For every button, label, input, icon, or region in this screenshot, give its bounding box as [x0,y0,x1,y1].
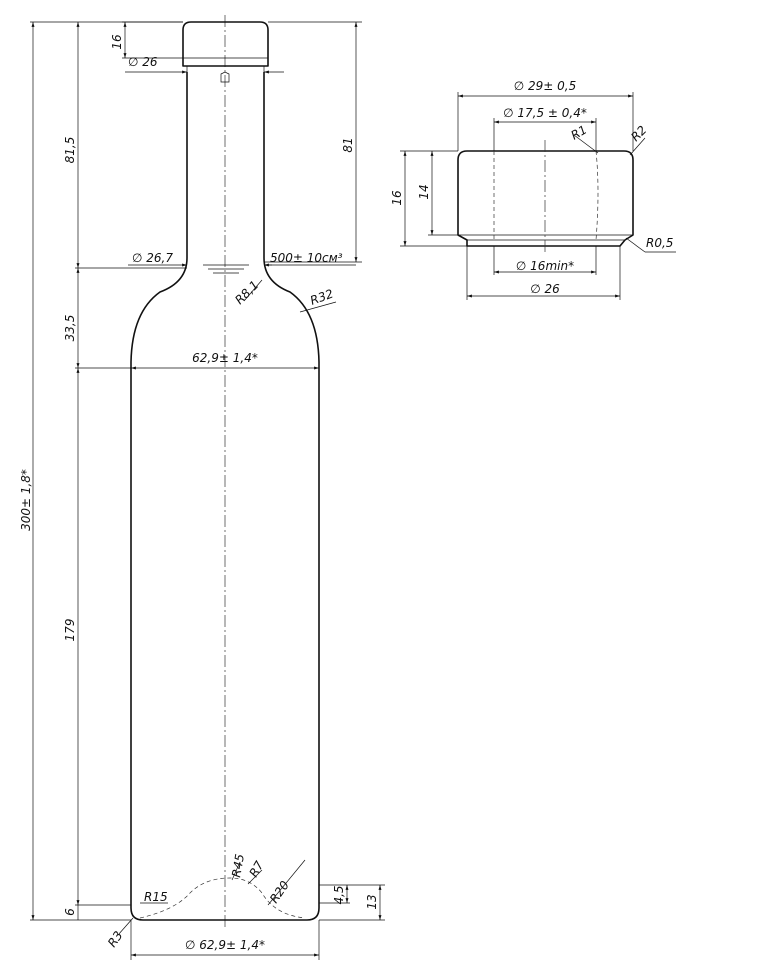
bottle-punt [139,877,306,919]
dim-punt-large: 13 [365,894,379,909]
dim-radius-r32: R32 [308,287,335,308]
detail-radius-r05: R0,5 [646,236,673,250]
detail-inner-diameter: ∅ 17,5 ± 0,4* [503,106,587,120]
dim-body-length: 179 [63,619,77,642]
bottle-body [130,72,320,921]
bottle-finish [182,21,269,67]
dim-body-diameter: 62,9± 1,4* [192,351,258,365]
dim-radius-r8: R8,1 [232,278,261,307]
dim-volume: 500± 10см³ [270,251,343,265]
dim-cap-diameter: ∅ 26 [128,55,158,69]
detail-radius-r1: R1 [569,122,590,142]
dim-neck-diameter: ∅ 26,7 [132,251,173,265]
dim-base-diameter: ∅ 62,9± 1,4* [185,938,265,952]
detail-radius-r2: R2 [628,123,649,144]
detail-height-total: 16 [390,190,404,206]
dim-radius-r7: R7 [246,858,266,879]
bottle-outline [130,15,320,930]
dim-neck-length: 81,5 [63,137,77,164]
detail-min-diameter: ∅ 16min* [516,259,574,273]
detail-outer-diameter: ∅ 29± 0,5 [514,79,577,93]
dim-cap-height: 16 [110,34,124,50]
detail-height-inner: 14 [417,184,431,199]
dim-shoulder-height: 33,5 [63,315,77,342]
bottle-dimensions: 300± 1,8* 81,5 33,5 179 6 16 ∅ 26 81 ∅ 2… [19,21,385,960]
dim-neck-length-right: 81 [341,137,355,152]
finish-detail: ∅ 29± 0,5 ∅ 17,5 ± 0,4* R1 R2 16 14 R0,5… [390,79,676,300]
dim-radius-r15: R15 [144,890,168,904]
dim-total-height: 300± 1,8* [19,469,33,531]
dim-base-height: 6 [63,908,77,916]
dim-radius-r45: R45 [229,853,247,879]
detail-base-diameter: ∅ 26 [530,282,560,296]
dim-punt-small: 4,5 [332,885,346,904]
finish-detail-outline [457,150,634,247]
dim-radius-r3: R3 [105,929,126,950]
